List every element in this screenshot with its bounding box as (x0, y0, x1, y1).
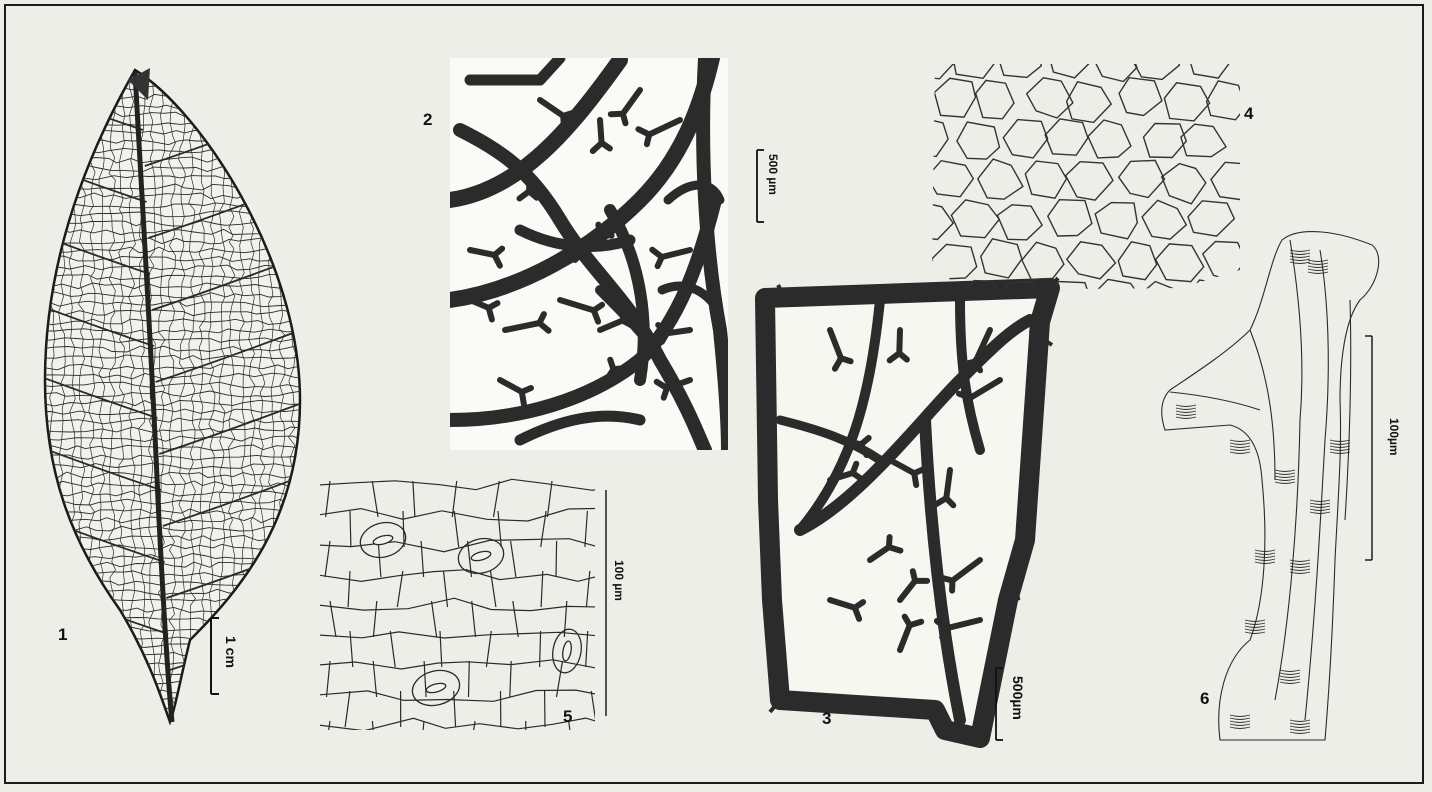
panel-5-stomata (318, 479, 628, 757)
panel-4-epidermal-cells (906, 39, 1258, 322)
panel-label-1: 1 (58, 626, 67, 643)
panel-3-venation-areole (760, 278, 1060, 745)
scale-label-5: 100 µm (613, 560, 625, 601)
scale-bar-1 (211, 618, 219, 694)
panel-label-5: 5 (563, 708, 572, 725)
panel-label-2: 2 (423, 111, 432, 128)
panel-1-leaf (3, 67, 321, 738)
panel-2-venation-thick (450, 58, 728, 450)
panel-label-4: 4 (1244, 105, 1253, 122)
panel-label-3: 3 (822, 710, 831, 727)
scale-bar-2 (757, 150, 764, 222)
panel-label-6: 6 (1200, 690, 1209, 707)
scale-label-3: 500µm (1011, 676, 1025, 720)
scale-label-1: 1 cm (224, 636, 238, 668)
scale-bar-6 (1365, 336, 1372, 560)
stomata (356, 518, 584, 711)
scale-label-2: 500 µm (767, 154, 779, 195)
scale-label-6: 100µm (1388, 418, 1400, 456)
panel-6-tracheids (1162, 232, 1379, 740)
